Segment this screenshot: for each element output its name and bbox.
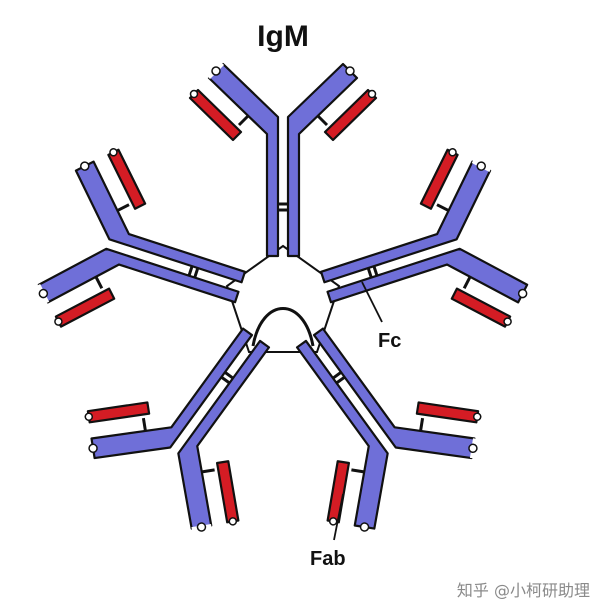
fab-label: Fab: [310, 548, 346, 570]
j-chain: [251, 307, 315, 347]
igm-monomer-lower-left: [66, 281, 333, 550]
igm-monomer-left: [27, 137, 271, 377]
watermark-text: 知乎 @小柯研助理: [457, 581, 590, 600]
igm-monomer-top: [188, 62, 378, 258]
diagram-title: IgM: [257, 20, 309, 53]
fab-pointer: [333, 493, 344, 541]
igm-monomer-right: [295, 137, 539, 377]
fc-pointer: [361, 281, 383, 323]
igm-monomer-lower-right: [233, 281, 500, 550]
fc-label: Fc: [378, 330, 401, 352]
